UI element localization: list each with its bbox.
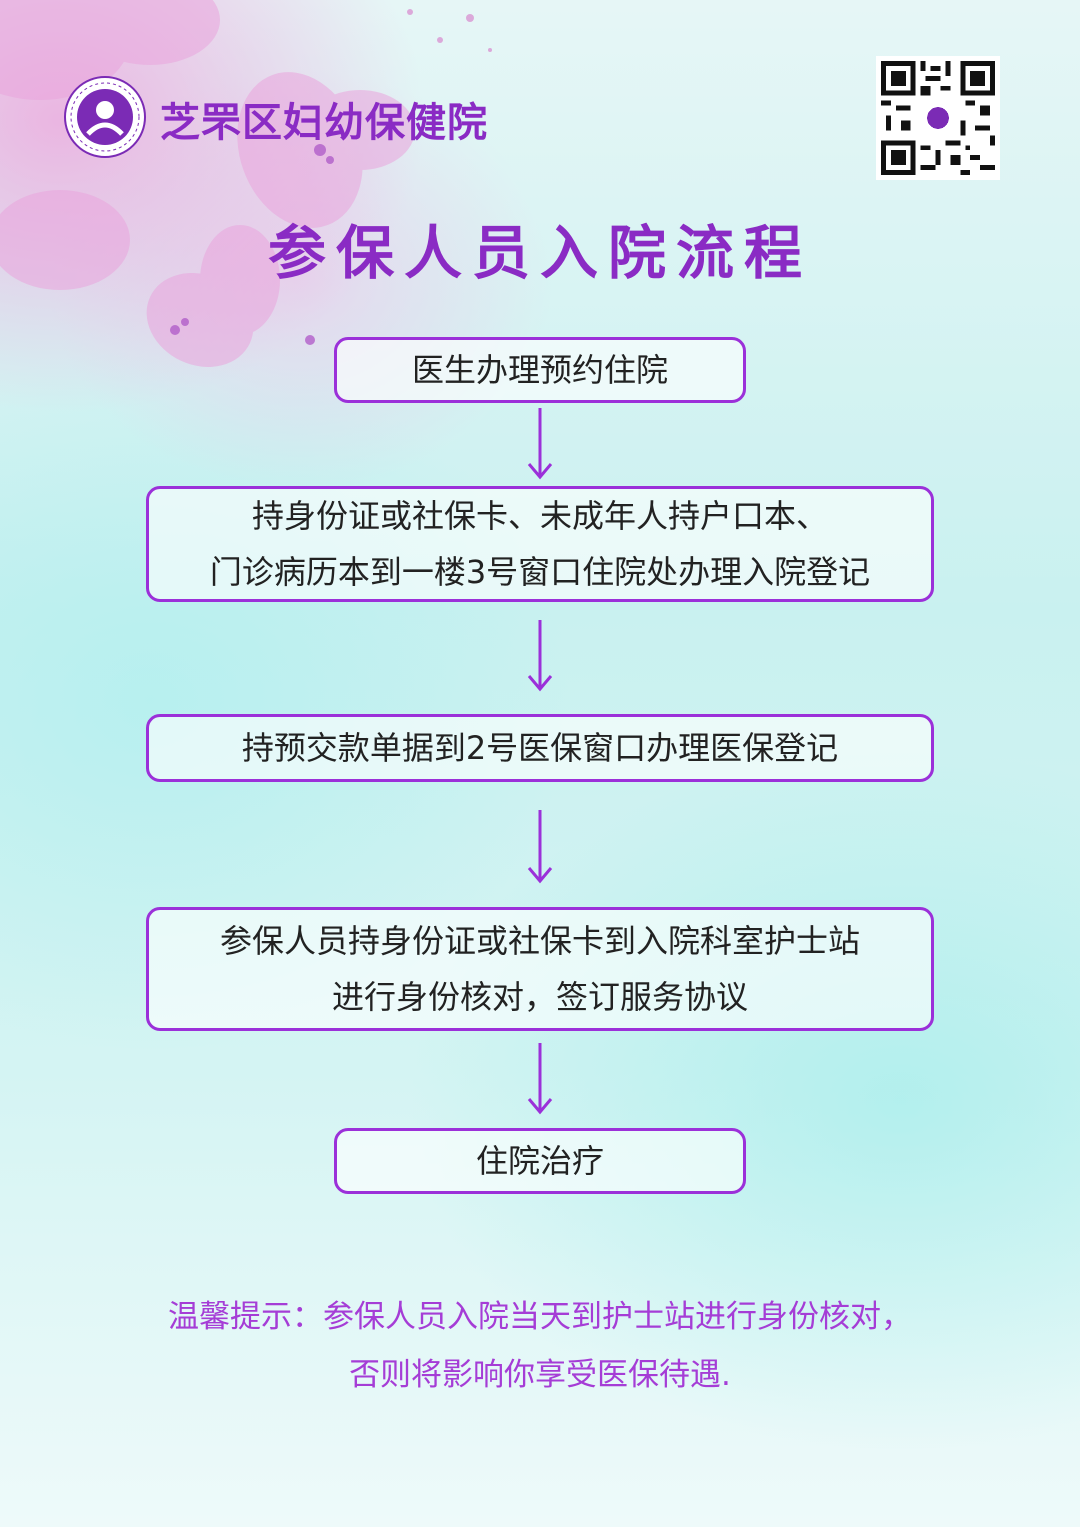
flow-step-5: 住院治疗 [334, 1128, 746, 1194]
down-arrow-icon [527, 810, 553, 884]
step-4-line-1: 参保人员持身份证或社保卡到入院科室护士站 [219, 922, 860, 960]
flow-step-3: 持预交款单据到2号医保窗口办理医保登记 [146, 714, 934, 782]
flower-decoration [0, 0, 492, 367]
step-2-line-2: 门诊病历本到一楼3号窗口住院处办理入院登记 [209, 553, 871, 591]
flow-step-1: 医生办理预约住院 [334, 337, 746, 403]
down-arrow-icon [527, 620, 553, 692]
org-name: 芝罘区妇幼保健院 [160, 100, 488, 146]
step-1-line-1: 医生办理预约住院 [411, 351, 668, 389]
step-4-line-2: 进行身份核对，签订服务协议 [331, 978, 748, 1016]
page-title: 参保人员入院流程 [267, 219, 812, 287]
hospital-logo-icon [64, 76, 146, 158]
down-arrow-icon [527, 408, 553, 480]
tip-line-2: 否则将影响你享受医保待遇. [349, 1357, 731, 1393]
warm-tip: 温馨提示：参保人员入院当天到护士站进行身份核对， 否则将影响你享受医保待遇. [0, 1288, 1080, 1404]
step-3-line-1: 持预交款单据到2号医保窗口办理医保登记 [241, 729, 839, 767]
step-5-line-1: 住院治疗 [475, 1142, 604, 1180]
step-2-line-1: 持身份证或社保卡、未成年人持户口本、 [251, 497, 828, 535]
tip-line-1: 温馨提示：参保人员入院当天到护士站进行身份核对， [168, 1299, 912, 1335]
flow-step-2: 持身份证或社保卡、未成年人持户口本、 门诊病历本到一楼3号窗口住院处办理入院登记 [146, 486, 934, 602]
flow-step-4: 参保人员持身份证或社保卡到入院科室护士站 进行身份核对，签订服务协议 [146, 907, 934, 1031]
down-arrow-icon [527, 1043, 553, 1115]
qr-code-icon [876, 56, 1000, 180]
